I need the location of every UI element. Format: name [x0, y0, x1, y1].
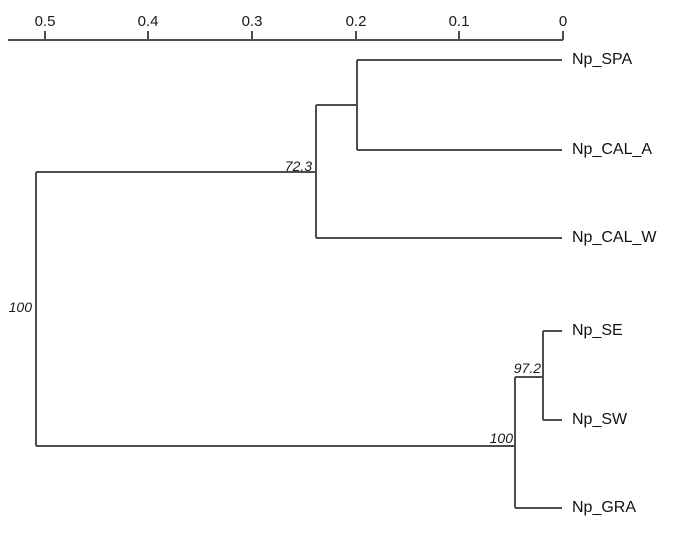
tree-branches	[35, 59, 562, 509]
taxon-label-np-spa: Np_SPA	[572, 51, 633, 68]
support-value-upper-clade: 72.3	[284, 158, 312, 174]
support-value-lower-clade: 100	[489, 430, 513, 446]
taxon-label-np-se: Np_SE	[572, 322, 623, 339]
taxon-label-np-cal-a: Np_CAL_A	[572, 141, 653, 158]
support-value-se-sw: 97.2	[513, 360, 541, 376]
axis-tick-label: 0.2	[345, 13, 367, 30]
support-value-root: 100	[8, 299, 32, 315]
axis-tick-label: 0.3	[241, 13, 263, 30]
axis-tick-label: 0.5	[34, 13, 56, 30]
axis-tick-label: 0.1	[448, 13, 470, 30]
distance-axis	[8, 31, 564, 41]
axis-tick-label: 0.4	[137, 13, 159, 30]
axis-tick-label: 0	[558, 13, 568, 30]
taxon-label-np-cal-w: Np_CAL_W	[572, 229, 657, 246]
taxon-label-np-gra: Np_GRA	[572, 499, 637, 516]
taxon-label-np-sw: Np_SW	[572, 411, 628, 428]
